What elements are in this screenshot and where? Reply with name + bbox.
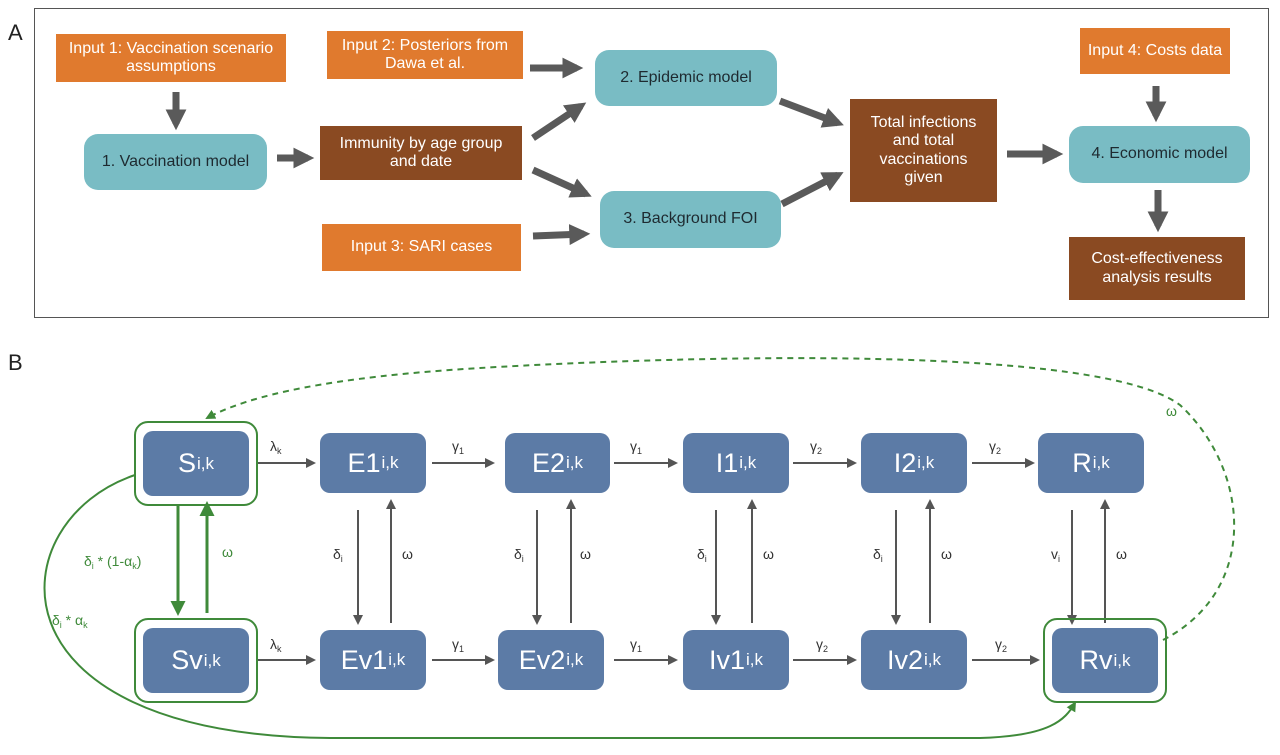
rate-nu-r: vi: [1051, 546, 1060, 564]
rate-s-to-sv: δi * (1-αk): [84, 553, 142, 571]
sv-outline: [134, 618, 258, 703]
rate-sv-to-s: ω: [222, 544, 233, 560]
rate-gamma1-top-a: γ1: [452, 438, 465, 456]
panel-b-label: B: [8, 350, 23, 375]
panel-a-arrows: [165, 57, 1169, 246]
totals-box: Total infections and total vaccinations …: [850, 99, 997, 202]
rv-outline: [1043, 618, 1167, 703]
arrow-foi-to-totals: [780, 171, 844, 208]
panel-a-frame: [34, 8, 1269, 318]
rate-gamma1-bottom-a: γ1: [452, 636, 465, 654]
rate-gamma2-bottom-a: γ2: [816, 636, 829, 654]
rate-gamma2-top-b: γ2: [989, 438, 1002, 456]
rate-gamma2-top-a: γ2: [810, 438, 823, 456]
rate-gamma1-top-b: γ1: [630, 438, 643, 456]
rate-omega-e2: ω: [580, 546, 591, 562]
results-box: Cost-effectiveness analysis results: [1069, 237, 1245, 300]
rate-gamma1-bottom-b: γ1: [630, 636, 643, 654]
s-outline: [134, 421, 258, 506]
arrow-rv-to-s-waning: [205, 357, 1236, 641]
input2-box: Input 2: Posteriors from Dawa et al.: [327, 31, 523, 79]
epidemic-model-box: 2. Epidemic model: [595, 50, 777, 106]
rate-omega-e: ω: [402, 546, 413, 562]
rate-delta-i2: δi: [873, 546, 883, 564]
arrow-immunity-to-epidemic: [531, 102, 587, 141]
rate-omega-r: ω: [1116, 546, 1127, 562]
arrow-immunity-to-foi: [531, 166, 592, 198]
input3-box: Input 3: SARI cases: [322, 224, 521, 271]
rate-omega-i1: ω: [763, 546, 774, 562]
rate-lambda-top: λk: [270, 438, 282, 456]
vaccination-model-box: 1. Vaccination model: [84, 134, 267, 190]
rate-omega-i2: ω: [941, 546, 952, 562]
rate-delta-e2: δi: [514, 546, 524, 564]
rate-delta-e: δi: [333, 546, 343, 564]
input1-box: Input 1: Vaccination scenario assumption…: [56, 34, 286, 82]
rate-rv-to-s-waning: ω: [1166, 403, 1177, 419]
panel-a-label: A: [8, 20, 23, 45]
rate-lambda-bottom: λk: [270, 636, 282, 654]
rate-delta-i1: δi: [697, 546, 707, 564]
arrow-input3-to-foi: [532, 224, 591, 246]
rate-gamma2-bottom-b: γ2: [995, 636, 1008, 654]
input4-box: Input 4: Costs data: [1080, 28, 1230, 74]
arrow-s-to-rv: [43, 474, 1077, 739]
rate-s-to-rv: δi * αk: [52, 612, 88, 630]
immunity-box: Immunity by age group and date: [320, 126, 522, 180]
background-foi-box: 3. Background FOI: [600, 191, 781, 248]
economic-model-box: 4. Economic model: [1069, 126, 1250, 183]
arrow-epidemic-to-totals: [778, 97, 844, 128]
